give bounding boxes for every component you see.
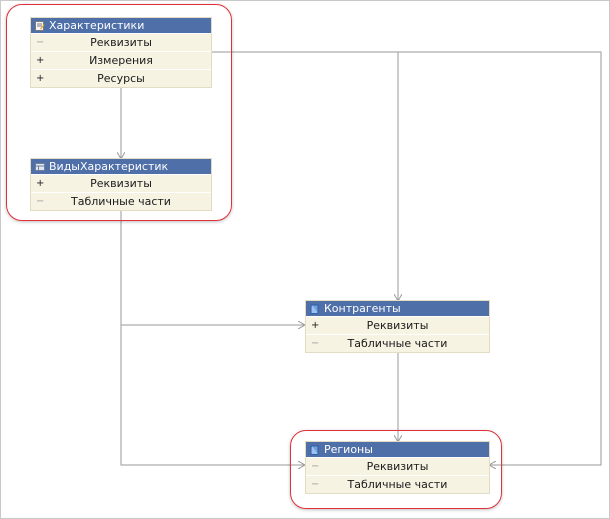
entity-characteristic-types[interactable]: ВидыХарактеристик + Реквизиты − Табличны… xyxy=(31,159,211,210)
entity-title: ВидыХарактеристик xyxy=(49,160,169,173)
link-characteristics-to-counterparties xyxy=(211,51,398,301)
link-types-to-counterparties xyxy=(120,209,305,325)
row-label: Реквизиты xyxy=(366,460,429,473)
entity-row[interactable]: − Табличные части xyxy=(306,334,489,352)
directory-icon xyxy=(310,304,319,314)
link-characteristics-to-regions xyxy=(398,51,602,465)
collapse-toggle[interactable]: − xyxy=(311,479,320,490)
directory-icon xyxy=(310,445,319,455)
expand-toggle[interactable]: + xyxy=(311,320,320,331)
row-label: Реквизиты xyxy=(90,177,152,190)
expand-toggle[interactable]: + xyxy=(36,55,45,66)
entity-header[interactable]: ВидыХарактеристик xyxy=(31,159,211,174)
collapse-toggle[interactable]: − xyxy=(36,196,45,207)
collapse-toggle[interactable]: − xyxy=(36,37,45,48)
entity-row[interactable]: + Реквизиты xyxy=(31,174,211,192)
entity-characteristics[interactable]: Характеристики − Реквизиты + Измерения +… xyxy=(31,18,211,87)
row-label: Табличные части xyxy=(347,478,448,491)
entity-row[interactable]: − Табличные части xyxy=(31,192,211,210)
row-label: Табличные части xyxy=(71,195,171,208)
entity-row[interactable]: − Реквизиты xyxy=(306,457,489,475)
catalog-icon xyxy=(35,162,45,171)
entity-row[interactable]: + Ресурсы xyxy=(31,69,211,87)
row-label: Измерения xyxy=(89,54,153,67)
collapse-toggle[interactable]: − xyxy=(311,338,320,349)
entity-row[interactable]: + Измерения xyxy=(31,51,211,69)
expand-toggle[interactable]: + xyxy=(36,178,45,189)
entity-regions[interactable]: Регионы − Реквизиты − Табличные части xyxy=(306,442,489,493)
entity-header[interactable]: Характеристики xyxy=(31,18,211,33)
row-label: Табличные части xyxy=(347,337,448,350)
highlight-outline-left xyxy=(6,4,232,221)
entity-header[interactable]: Контрагенты xyxy=(306,301,489,316)
row-label: Ресурсы xyxy=(97,72,145,85)
highlight-outline-regions xyxy=(290,430,502,509)
register-icon xyxy=(35,20,45,31)
entity-header[interactable]: Регионы xyxy=(306,442,489,457)
entity-title: Регионы xyxy=(324,443,373,456)
entity-row[interactable]: + Реквизиты xyxy=(306,316,489,334)
entity-counterparties[interactable]: Контрагенты + Реквизиты − Табличные част… xyxy=(306,301,489,352)
expand-toggle[interactable]: + xyxy=(36,73,45,84)
row-label: Реквизиты xyxy=(90,36,152,49)
entity-title: Характеристики xyxy=(49,19,145,32)
link-types-to-regions xyxy=(120,325,305,465)
entity-row[interactable]: − Реквизиты xyxy=(31,33,211,51)
collapse-toggle[interactable]: − xyxy=(311,461,320,472)
entity-title: Контрагенты xyxy=(324,302,401,315)
entity-row[interactable]: − Табличные части xyxy=(306,475,489,493)
row-label: Реквизиты xyxy=(366,319,429,332)
